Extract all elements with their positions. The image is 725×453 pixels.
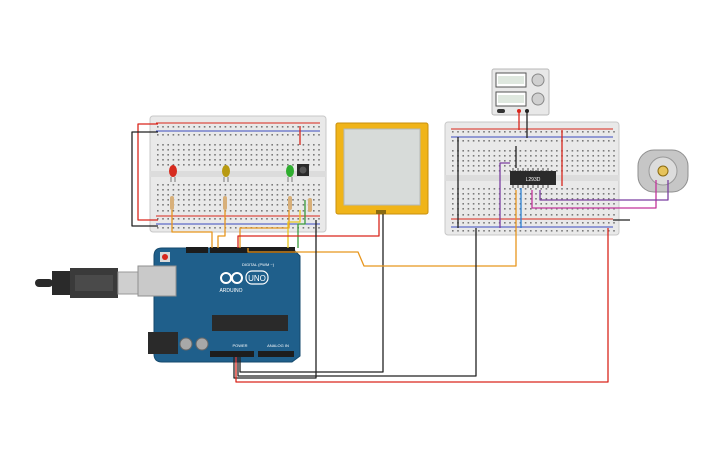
resistors [170,196,312,212]
pushbutton[interactable] [297,164,309,176]
breadboard-left[interactable] [149,115,327,233]
arduino-uno[interactable]: UNO ARDUINO DIGITAL (PWM ~) POWER ANALOG… [35,247,301,363]
arduino-logo [220,272,243,284]
led-red[interactable] [169,165,177,182]
ic-label: L293D [526,177,541,183]
touch-panel[interactable] [335,122,429,215]
usb-cable [35,268,139,298]
power-supply[interactable] [491,68,550,116]
arduino-model: UNO [248,274,266,283]
analog-header-label: ANALOG IN [267,343,289,348]
arduino-label: ARDUINO [219,288,242,294]
digital-header-label: DIGITAL (PWM ~) [242,262,275,267]
wires[interactable] [131,112,669,383]
l293d-driver-ic[interactable]: L293D [510,168,556,188]
led-green[interactable] [286,165,294,182]
dc-motor[interactable] [637,149,689,193]
led-yellow[interactable] [222,165,230,182]
power-header-label: POWER [232,343,247,348]
